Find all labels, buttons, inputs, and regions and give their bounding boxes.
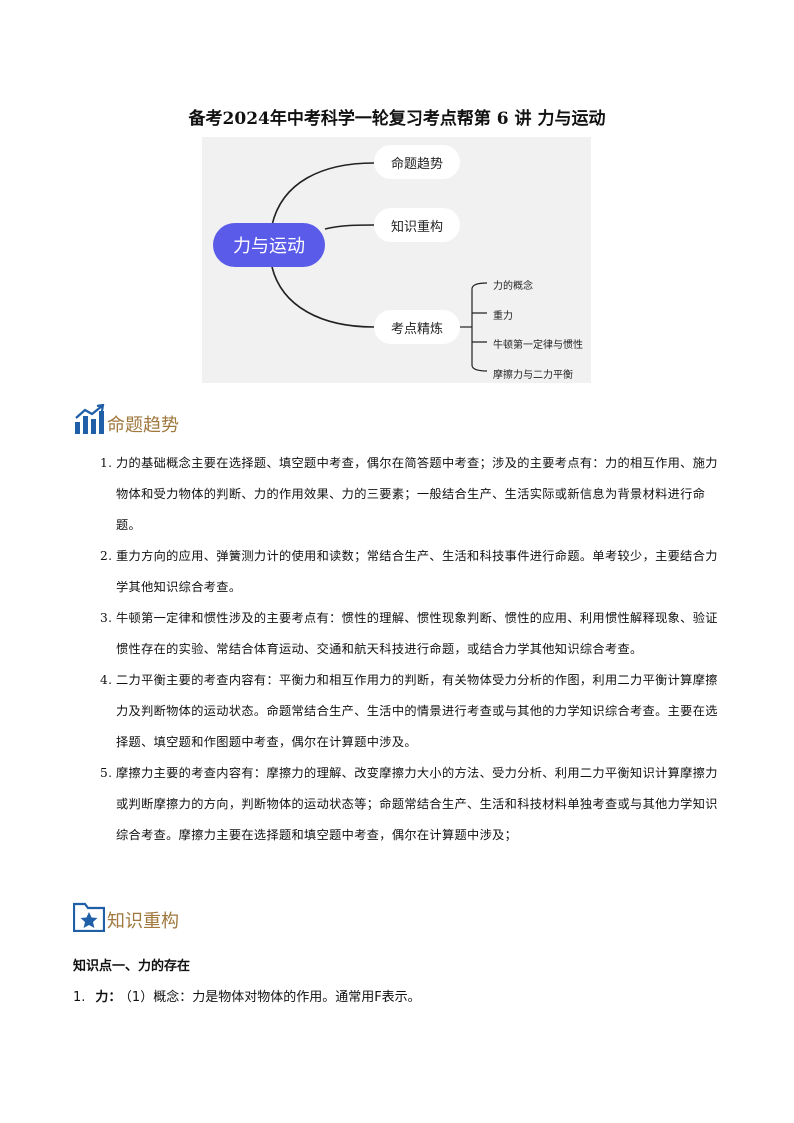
trends-list: 1.力的基础概念主要在选择题、填空题中考查，偶尔在简答题中考查；涉及的主要考点有… bbox=[100, 448, 725, 851]
connector-branch-1 bbox=[271, 162, 375, 226]
list-item: 5.摩擦力主要的考查内容有：摩擦力的理解、改变摩擦力大小的方法、受力分析、利用二… bbox=[100, 766, 718, 842]
list-item: 3.牛顿第一定律和惯性涉及的主要考点有：惯性的理解、惯性现象判断、惯性的应用、利… bbox=[100, 611, 718, 656]
mind-map-branch-3: 考点精炼 bbox=[374, 310, 460, 344]
section-knowledge-header: 知识重构 bbox=[73, 896, 179, 932]
section-knowledge-title: 知识重构 bbox=[107, 911, 179, 932]
list-item: 4.二力平衡主要的考查内容有：平衡力和相互作用力的判断，有关物体受力分析的作图，… bbox=[100, 673, 718, 749]
mind-map-sub-2: 重力 bbox=[493, 311, 513, 322]
mind-map-connectors bbox=[271, 162, 488, 372]
section-trends-title: 命题趋势 bbox=[107, 415, 179, 436]
mind-map-root: 力与运动 bbox=[213, 223, 325, 267]
connector-branch-3 bbox=[271, 266, 375, 328]
mind-map-branch-2: 知识重构 bbox=[374, 208, 460, 242]
section-trends-header: 命题趋势 bbox=[73, 400, 179, 436]
connector-sub-bracket bbox=[471, 282, 488, 372]
mind-map-sub-1: 力的概念 bbox=[493, 281, 533, 292]
mind-map: 力与运动 命题趋势 知识重构 考点精炼 力的概念 重力 牛顿第一定律与惯性 摩擦… bbox=[202, 137, 591, 383]
mind-map-branch-1: 命题趋势 bbox=[374, 145, 460, 179]
knowledge-item: 1.力：（1）概念：力是物体对物体的作用。通常用F表示。 bbox=[73, 990, 421, 1005]
mind-map-sub-3: 牛顿第一定律与惯性 bbox=[493, 340, 583, 351]
connector-sub-ticks bbox=[472, 312, 487, 343]
star-folder-icon bbox=[73, 902, 105, 932]
document-title: 备考2024年中考科学一轮复习考点帮第 6 讲 力与运动 bbox=[188, 109, 606, 129]
connector-branch-2 bbox=[324, 224, 375, 230]
list-item: 2.重力方向的应用、弹簧测力计的使用和读数；常结合生产、生活和科技事件进行命题。… bbox=[100, 549, 718, 594]
mind-map-sub-4: 摩擦力与二力平衡 bbox=[493, 370, 573, 381]
knowledge-point-heading: 知识点一、力的存在 bbox=[73, 959, 191, 974]
bar-chart-icon bbox=[75, 404, 105, 434]
list-item: 1.力的基础概念主要在选择题、填空题中考查，偶尔在简答题中考查；涉及的主要考点有… bbox=[100, 456, 718, 532]
